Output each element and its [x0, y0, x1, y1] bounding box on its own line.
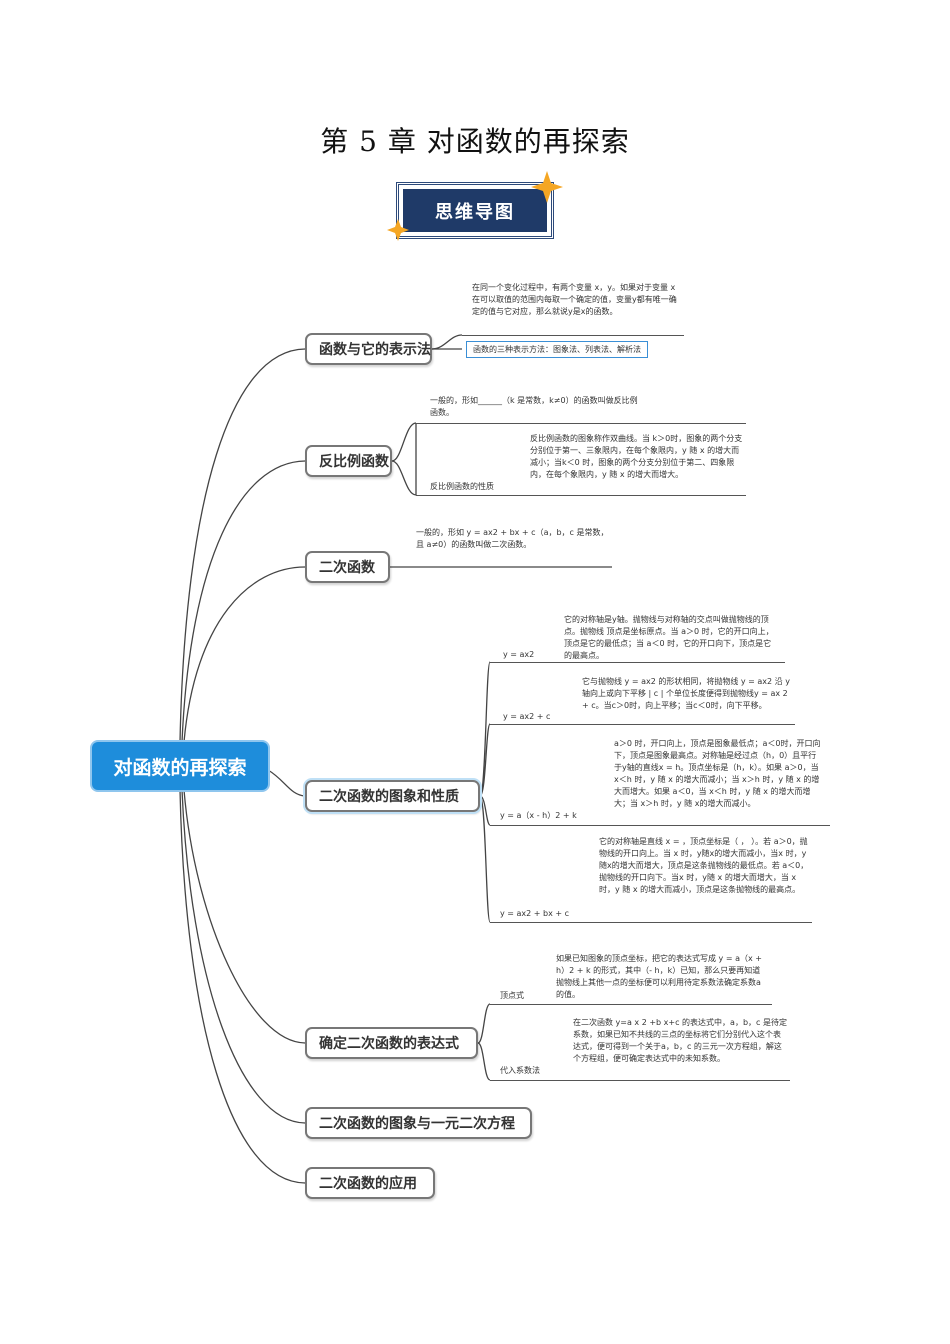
representation-methods-box: 函数的三种表示方法：图象法、列表法、解析法 — [466, 341, 648, 358]
method-description: 在二次函数 y=a x 2 +b x+c 的表达式中，a，b，c 是待定系数，如… — [573, 1018, 787, 1063]
branch-determine-quadratic-expression[interactable]: 确定二次函数的表达式 — [305, 1027, 478, 1059]
branch-inverse-proportion[interactable]: 反比例函数 — [305, 445, 392, 477]
branch-graph-and-quadratic-equation[interactable]: 二次函数的图象与一元二次方程 — [305, 1107, 532, 1139]
branch-quadratic-graph-properties[interactable]: 二次函数的图象和性质 — [305, 780, 480, 812]
form-label: y = ax2 + c — [503, 712, 551, 721]
form-description: a＞0 时，开口向上，顶点是图象最低点；a＜0时，开口向下，顶点是图象最高点。对… — [614, 739, 821, 808]
function-definition-text: 在同一个变化过程中，有两个变量 x，y。如果对于变量 x 在可以取值的范围内每取… — [472, 283, 677, 316]
form-label: y = ax2 + bx + c — [500, 909, 570, 918]
form-description: 它的对称轴是直线 x = ，顶点坐标是（ ， ）。若 a＞0，抛物线的开口向上。… — [599, 837, 809, 894]
mind-map-badge: 思维导图 — [396, 182, 554, 239]
method-description: 如果已知图象的顶点坐标，把它的表达式写成 y = a（x + h）2 + k 的… — [556, 954, 762, 999]
inverse-proportion-definition: 一般的，形如______（k 是常数，k≠0）的函数叫做反比例函数。 — [430, 396, 638, 417]
branch-quadratic-function[interactable]: 二次函数 — [305, 551, 390, 583]
star-icon — [387, 219, 409, 241]
star-icon — [531, 171, 563, 203]
form-label: y = a（x - h）2 + k — [500, 811, 577, 820]
branch-quadratic-applications[interactable]: 二次函数的应用 — [305, 1167, 435, 1199]
method-label: 顶点式 — [500, 991, 524, 1000]
root-node[interactable]: 对函数的再探索 — [92, 742, 268, 790]
page-title: 第 5 章 对函数的再探索 — [320, 125, 630, 158]
form-description: 它的对称轴是y轴。抛物线与对称轴的交点叫做抛物线的顶点。抛物线 顶点是坐标原点。… — [564, 615, 774, 660]
quadratic-definition: 一般的，形如 y = ax2 + bx + c（a，b，c 是常数，且 a≠0）… — [416, 528, 609, 549]
form-description: 它与抛物线 y = ax2 的形状相同，将抛物线 y = ax2 沿 y 轴向上… — [582, 677, 790, 710]
badge-label: 思维导图 — [403, 189, 547, 232]
branch-function-representation[interactable]: 函数与它的表示法 — [305, 333, 432, 365]
inverse-proportion-property-label: 反比例函数的性质 — [430, 482, 494, 491]
form-label: y = ax2 — [503, 650, 535, 659]
method-label: 代入系数法 — [500, 1066, 540, 1075]
inverse-proportion-property-text: 反比例函数的图象称作双曲线。当 k＞0时，图象的两个分支分别位于第一、三象限内，… — [530, 434, 743, 479]
